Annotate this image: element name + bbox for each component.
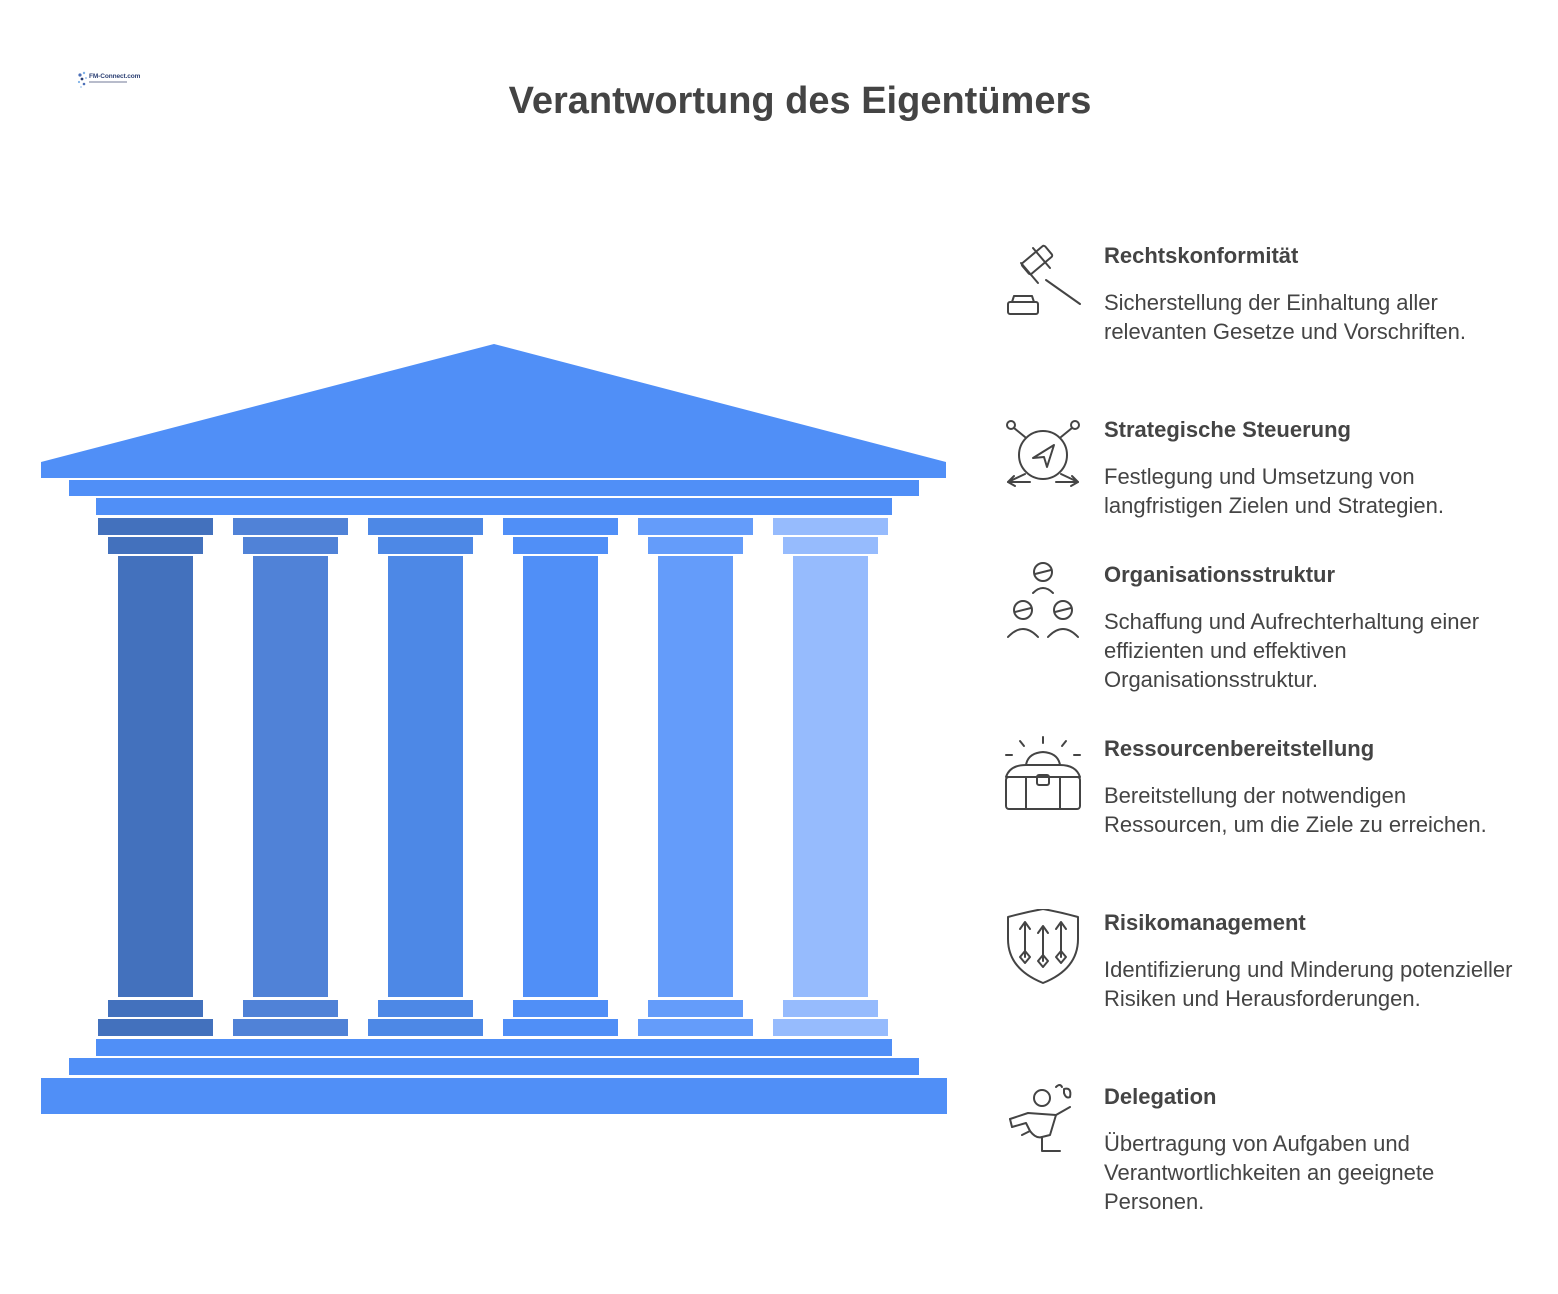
pillar-base [378,1000,473,1017]
pillar-capital-top [98,518,213,535]
item-description: Sicherstellung der Einhaltung aller rele… [1104,290,1466,344]
item-title: Ressourcenbereitstellung [1104,736,1375,761]
shield-arrows-icon [1007,909,1079,984]
pillar-capital [243,537,338,554]
item-description: Übertragung von Aufgaben und Verantwortl… [1104,1131,1435,1214]
logo-mark-icon [77,71,87,88]
pillar-base [108,1000,203,1017]
item-title: Delegation [1104,1084,1217,1109]
temple-base-step-3 [41,1078,947,1114]
pillar-base [648,1000,743,1017]
item-title: Strategische Steuerung [1104,417,1351,442]
item-description: Schaffung und Aufrechterhaltung einer ef… [1104,609,1480,692]
pillar-shaft [658,556,733,997]
page-title: Verantwortung des Eigentümers [508,80,1092,122]
delegating-person-icon [1009,1084,1072,1152]
pillar-base-bottom [98,1019,213,1036]
pillar-base [783,1000,878,1017]
item-description: Festlegung und Umsetzung von langfristig… [1104,464,1444,518]
pillar-base-bottom [503,1019,618,1036]
pillar-capital-top [773,518,888,535]
pillar-base [513,1000,608,1017]
pillar-capital-top [503,518,618,535]
logo-text: FM-Connect.com [89,73,141,80]
organization-people-icon [1007,562,1079,638]
pillar-base-bottom [233,1019,348,1036]
pillar-capital-top [368,518,483,535]
temple-roof-step-2 [96,498,892,515]
item-title: Organisationsstruktur [1104,562,1336,587]
brand-logo: FM-Connect.com [76,70,140,92]
pillar-base-bottom [773,1019,888,1036]
item-title: Risikomanagement [1104,910,1306,935]
temple-roof [41,344,946,478]
temple-base-step-2 [69,1058,919,1075]
pillar-shaft [253,556,328,997]
temple-pillars [98,518,888,1036]
item-description: Identifizierung und Minderung potenziell… [1104,957,1513,1011]
pillar-shaft [388,556,463,997]
pillar-shaft [793,556,868,997]
pillar-capital [108,537,203,554]
pillar-capital [378,537,473,554]
gavel-icon [1007,244,1081,315]
item-description: Bereitstellung der notwendigen Ressource… [1104,783,1487,837]
pillar-capital [783,537,878,554]
item-title: Rechtskonformität [1104,243,1299,268]
temple-roof-step-1 [69,480,919,496]
pillar-shaft [523,556,598,997]
compass-navigation-icon [1006,420,1080,487]
temple-base-step-1 [96,1039,892,1056]
temple-diagram [41,344,947,1114]
pillar-base [243,1000,338,1017]
logo-tagline [89,81,127,83]
pillar-capital-top [233,518,348,535]
pillar-capital-top [638,518,753,535]
pillar-capital [648,537,743,554]
treasure-chest-icon [1005,736,1081,810]
pillar-shaft [118,556,193,997]
pillar-capital [513,537,608,554]
pillar-base-bottom [368,1019,483,1036]
pillar-base-bottom [638,1019,753,1036]
